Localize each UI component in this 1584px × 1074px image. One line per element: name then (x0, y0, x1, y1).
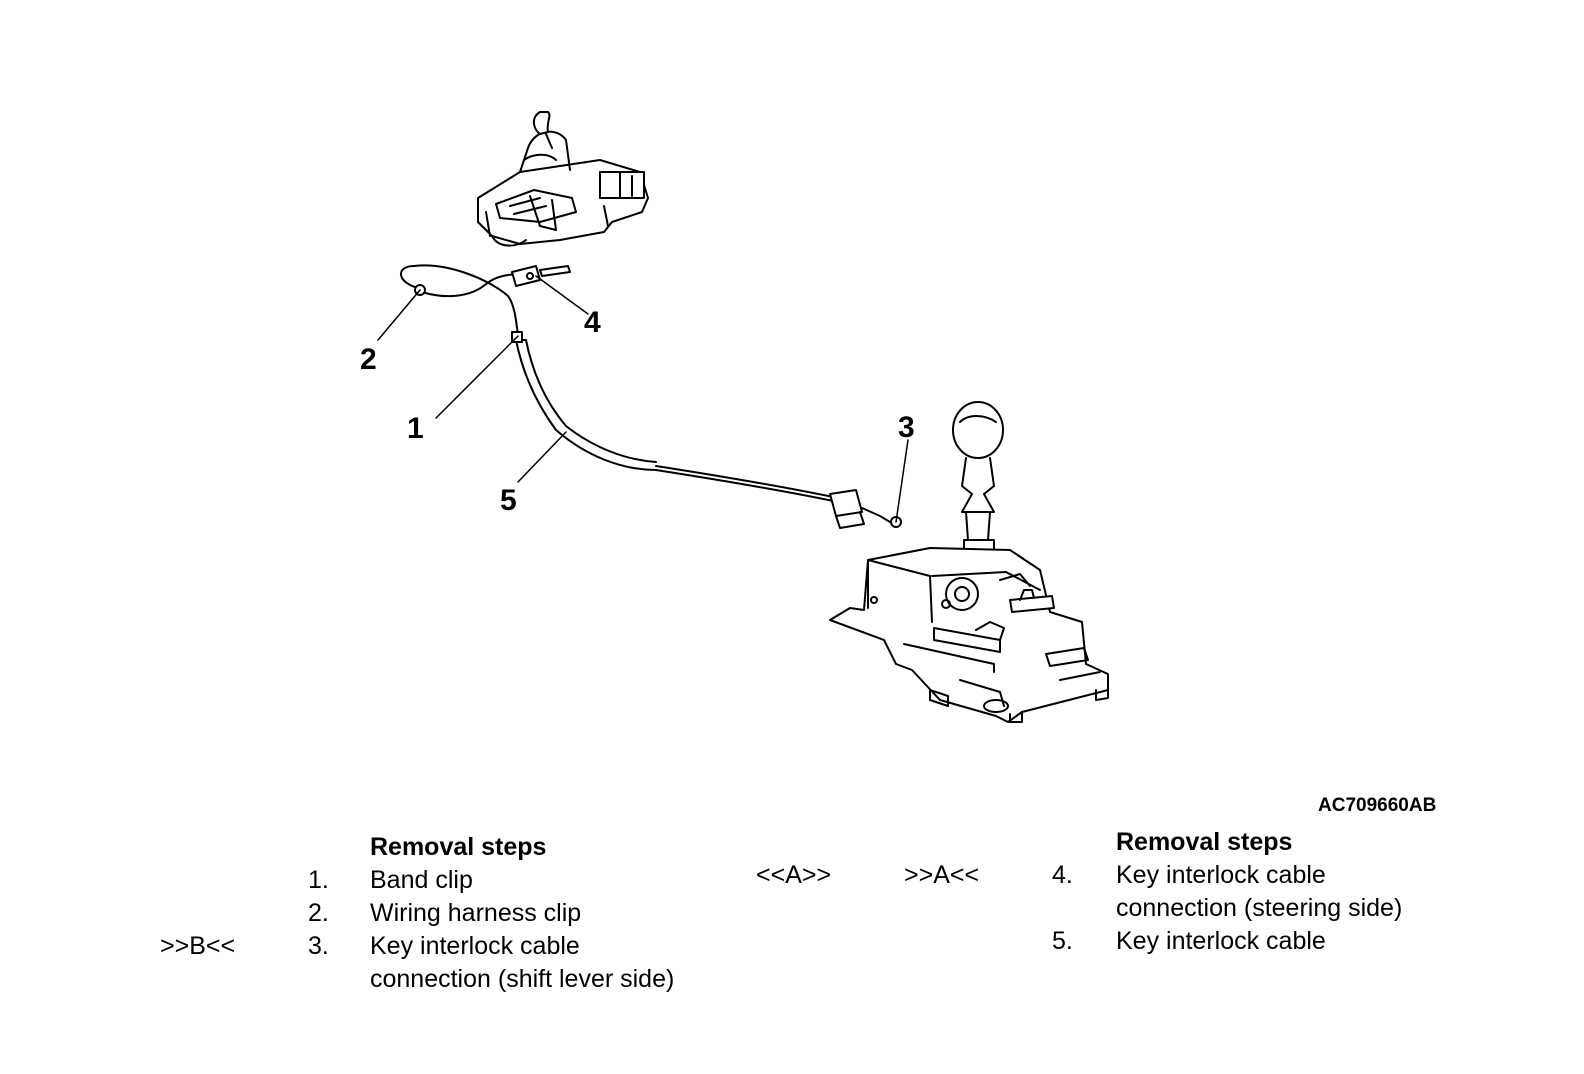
callout-2: 2 (360, 343, 377, 376)
right-step-5-num: 5. (1052, 927, 1073, 955)
shift-lever (952, 401, 1004, 553)
left-step-1-num: 1. (308, 866, 329, 894)
steering-lock-assembly (477, 111, 649, 247)
left-step-2-text: Wiring harness clip (370, 899, 582, 927)
right-step-5-text: Key interlock cable (1116, 927, 1326, 955)
left-step-3-num: 3. (308, 932, 329, 960)
right-step-4-num: 4. (1052, 861, 1073, 889)
left-step-3-text: Key interlock cable (370, 932, 580, 960)
left-heading: Removal steps (370, 833, 547, 861)
left-step-1-text: Band clip (370, 866, 473, 894)
right-step-4-text: Key interlock cable (1116, 861, 1326, 889)
figure-code: AC709660AB (1318, 795, 1437, 816)
right-step-4-text-line2: connection (steering side) (1116, 894, 1403, 922)
right-heading: Removal steps (1116, 828, 1293, 856)
callout-5: 5 (500, 484, 517, 517)
shift-lever-side-connector (829, 489, 902, 529)
left-step-3-text-line2: connection (shift lever side) (370, 965, 675, 993)
key-interlock-cable (400, 264, 839, 503)
callout-1: 1 (407, 412, 424, 445)
left-step-3-marker: >>B<< (160, 932, 236, 960)
left-step-2-num: 2. (308, 899, 329, 927)
callout-3: 3 (898, 411, 915, 444)
callout-4: 4 (584, 306, 601, 339)
marker-install-a: >>A<< (904, 861, 980, 889)
marker-remove-a: <<A>> (756, 861, 832, 889)
steering-side-connector (511, 265, 571, 287)
shift-lever-assembly (829, 547, 1109, 723)
leader-lines (377, 275, 909, 523)
